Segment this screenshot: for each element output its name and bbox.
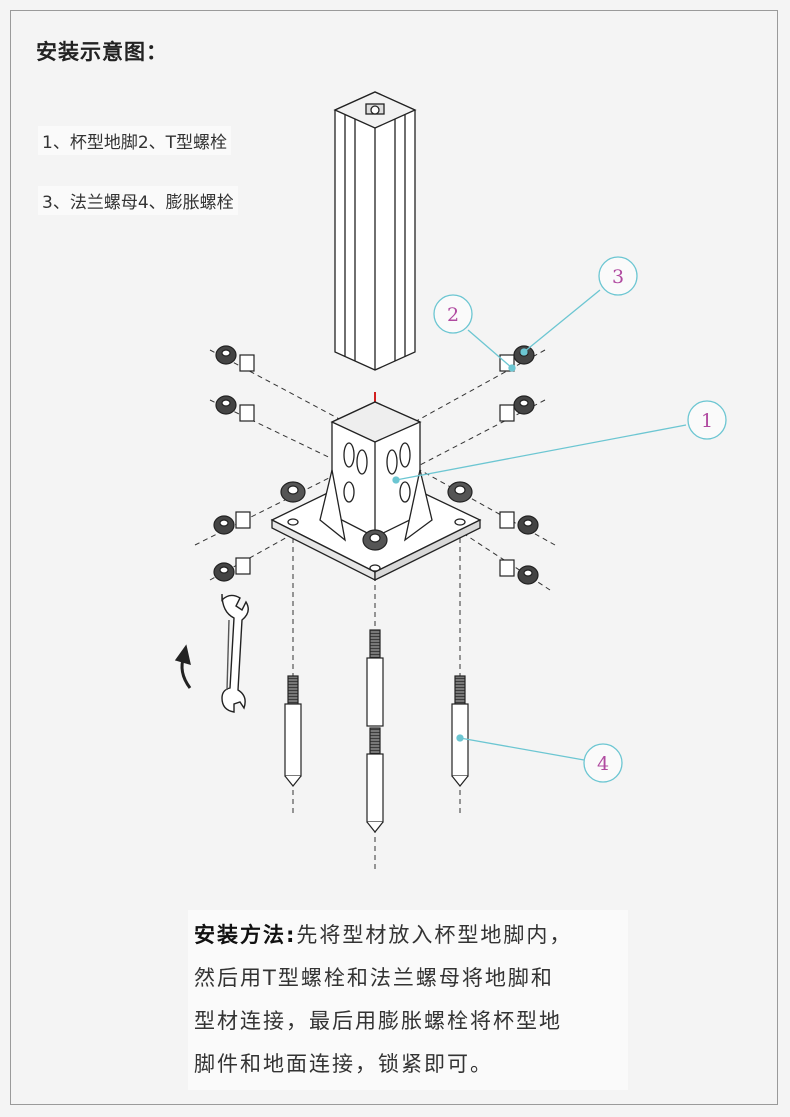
- callout-3: [520, 256, 638, 356]
- callout-label-1: 1: [701, 410, 713, 432]
- expansion-bolts: [284, 629, 469, 833]
- callout-label-2: 2: [447, 304, 459, 326]
- base-nuts: [280, 481, 473, 551]
- callout-label-3: 3: [612, 266, 624, 288]
- instructions-line-4: 脚件和地面连接，锁紧即可。: [194, 1052, 493, 1076]
- aluminum-profile: [333, 91, 417, 371]
- page-title: 安装示意图：: [36, 40, 168, 64]
- instructions-lead: 安装方法:: [194, 923, 297, 947]
- callouts: [392, 256, 727, 783]
- instructions-line-3: 型材连接，最后用膨胀螺栓将杯型地: [194, 1009, 562, 1033]
- instructions-line-2: 然后用T型螺栓和法兰螺母将地脚和: [194, 966, 554, 990]
- callout-1: [392, 400, 727, 484]
- instructions-line-1: 先将型材放入杯型地脚内，: [296, 923, 573, 947]
- wrench-icon: [174, 593, 249, 713]
- cup-foot: [270, 401, 482, 582]
- parts-list-line-2: 3、法兰螺母4、膨胀螺栓: [38, 186, 238, 215]
- installation-instructions: 安装方法:先将型材放入杯型地脚内， 然后用T型螺栓和法兰螺母将地脚和 型材连接，…: [188, 910, 628, 1090]
- callout-label-4: 4: [597, 753, 609, 775]
- callout-4: [456, 734, 623, 783]
- parts-list-line-1: 1、杯型地脚2、T型螺栓: [38, 126, 232, 155]
- callout-2: [433, 294, 516, 372]
